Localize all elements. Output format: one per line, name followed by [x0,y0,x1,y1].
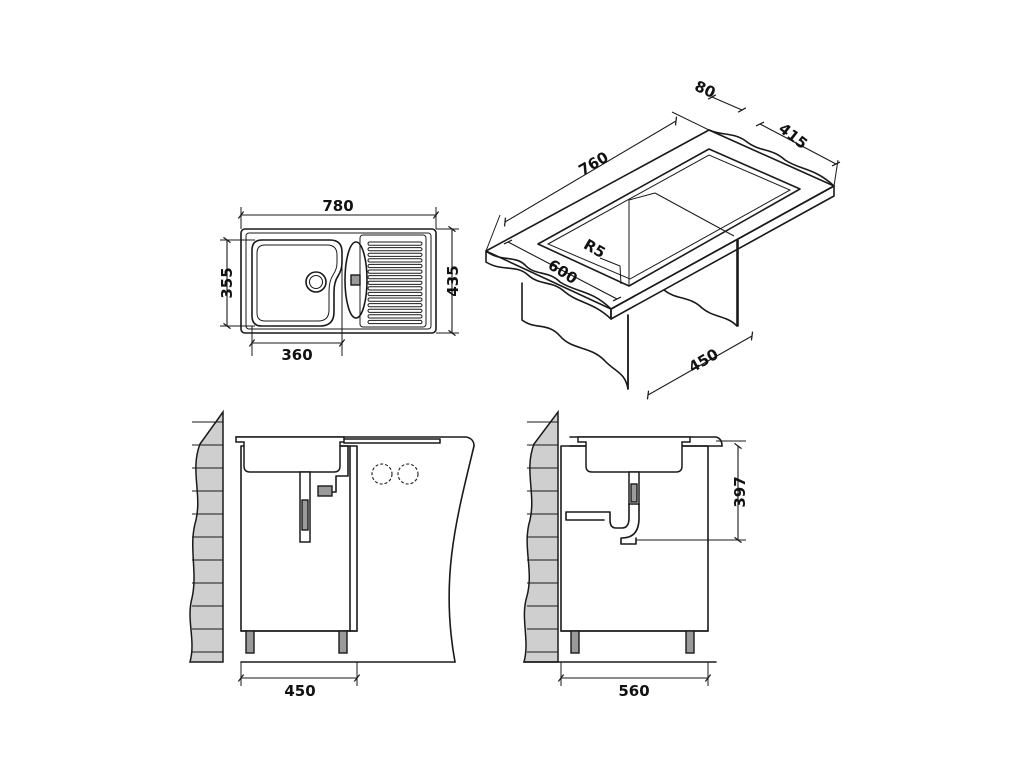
dim-side-cabinet: 560 [618,682,649,700]
drainer-rib [367,247,423,252]
drainer-area [359,234,427,328]
dim-line-cabinet-depth [646,331,754,400]
drainer-rib [367,269,423,274]
drainer-rib [367,303,423,308]
wall-bricks [192,421,223,653]
drainer-rib [367,291,423,297]
dim-cabinet-depth: 450 [685,345,721,376]
dim-line-base-width [503,239,622,302]
siphon-bend [620,503,640,545]
dim-length: 760 [575,148,611,179]
countertop-cut-edge [485,250,612,320]
leg-side-left [570,630,580,654]
cabinet-iso [521,282,629,390]
drainer-rib [367,275,423,280]
cabinet-front [240,445,358,632]
isometric-view: 760 80 415 600 R5 450 [485,77,841,400]
drainer-rib [367,297,423,302]
leg-right [338,630,348,654]
drainer-rib [367,308,423,313]
leg-side-right [685,630,695,654]
dim-front-cabinet: 450 [284,682,315,700]
dim-side-height: 397 [731,476,749,507]
countertop-cut-front [448,445,475,663]
waste-pipe-detail [301,499,309,531]
drain-inner [309,275,323,289]
leg-left [245,630,255,654]
dim-radius: R5 [580,235,608,262]
drainer-front [343,438,441,444]
countertop-front-line [235,436,475,447]
dim-height: 435 [444,265,462,296]
bowl-inner [256,244,338,322]
front-view: 450 [189,409,475,700]
radius-leader [599,257,622,285]
siphon-detail [630,483,638,503]
tap-hole-right [397,463,419,485]
dim-line-length [503,116,678,227]
drainer-ribs [367,241,423,325]
sink-outline-top [240,228,437,334]
drainer-rib [367,280,423,285]
sink-recess-iso [537,148,801,287]
dim-bowl-width: 360 [281,346,312,364]
tap-hole-left [371,463,393,485]
drainer-rib [367,252,423,257]
cabinet-back-cut [663,239,738,327]
overflow-fitting [317,485,333,497]
drainer-rib [367,263,423,269]
drainer-rib [367,314,423,319]
drainer-rib [367,319,423,325]
side-view: 397 560 [523,409,749,700]
top-view: 780 355 435 360 [218,197,462,364]
bowl-divider [654,192,735,237]
tap-hole-icon [350,274,361,286]
siphon-trap [565,503,630,529]
dim-line-edge [707,94,747,113]
drain-circle [305,271,327,293]
drainer-rib [367,286,423,291]
wall-bricks-side [527,421,558,653]
tap-area [344,241,368,319]
drainer-rib [367,241,423,246]
sink-bowl-front [235,436,345,473]
countertop-front-edge [610,185,835,320]
dim-bowl-depth: 355 [218,267,236,298]
sink-bowl-side [577,436,691,473]
overflow-pipe [325,445,349,493]
dim-width: 780 [322,197,353,215]
sink-inner-rim [245,232,432,330]
bowl-outline [251,239,343,327]
countertop-side [569,436,723,447]
dim-line-depth [755,121,841,167]
drainer-rib [367,258,423,263]
